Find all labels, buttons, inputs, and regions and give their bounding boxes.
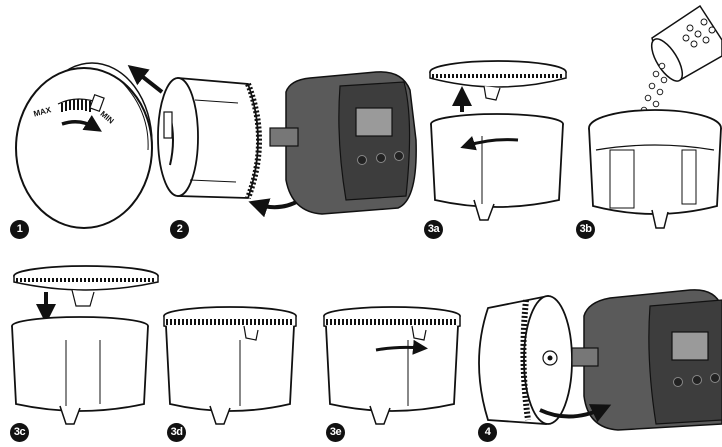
step3c-assembly [11,265,159,425]
step-badge-3a: 3a [424,220,443,239]
step3a-rotate-arrow [460,136,519,151]
step-badge-1: 1 [10,220,29,239]
step2-feeder-device [269,71,417,215]
step3e-assembly [323,306,461,425]
step3a-assembly [429,60,567,221]
step4-container [478,294,573,425]
device-screen [355,107,393,137]
step-badge-3c: 3c [10,423,29,442]
step4-attach-arrow [539,404,612,423]
device-shaft-2 [571,347,599,367]
step2-container [157,77,262,200]
step4-feeder-device [571,289,722,431]
rotate-arrow [61,115,102,132]
step-badge-4: 4 [478,423,497,442]
step2-remove-arrow [127,65,164,94]
device-screen-2 [671,331,709,361]
step3e-rotate-arrow [375,339,428,355]
step-badge-3e: 3e [326,423,345,442]
device-shaft [269,127,299,147]
step2-attach-arrow [248,198,302,218]
step-badge-3b: 3b [576,220,595,239]
step-badge-2: 2 [170,220,189,239]
step1-dial-disc: MAX MIN [15,62,153,229]
step3b-filling [588,4,722,229]
step-badge-3d: 3d [167,423,186,442]
step3d-assembly [163,306,297,425]
